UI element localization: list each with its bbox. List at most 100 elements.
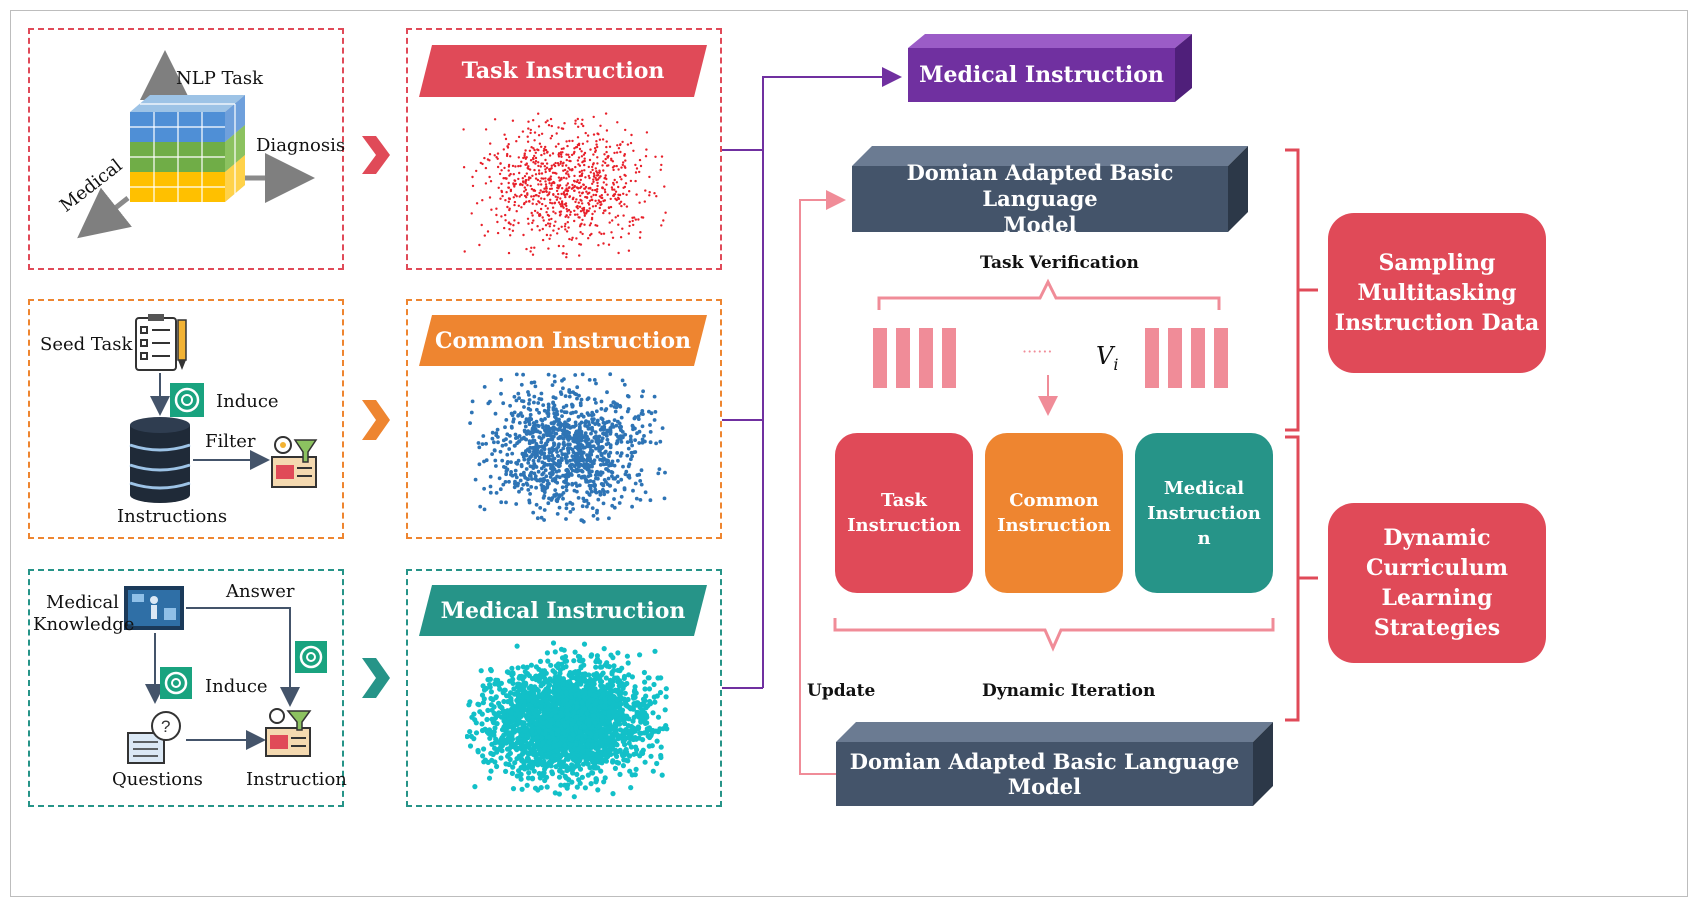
scatter-point: [530, 195, 533, 198]
scatter-point: [567, 186, 571, 190]
scatter-point: [659, 772, 665, 778]
scatter-point: [463, 250, 466, 253]
scatter-point: [550, 217, 553, 221]
scatter-point: [569, 213, 572, 216]
scatter-point: [576, 143, 580, 147]
scatter-point: [586, 456, 591, 461]
scatter-point: [557, 164, 560, 167]
scatter-point: [509, 665, 515, 671]
scatter-point: [519, 164, 522, 168]
scatter-point: [536, 770, 542, 777]
task-scatter-plot: [462, 112, 667, 259]
scatter-point: [571, 410, 575, 415]
scatter-point: [571, 236, 574, 239]
scatter-point: [552, 193, 555, 196]
common-scatter-panel: [406, 299, 722, 539]
scatter-point: [587, 705, 594, 711]
scatter-point: [582, 124, 585, 128]
scatter-point: [612, 181, 615, 185]
scatter-point: [509, 234, 512, 237]
scatter-point: [479, 727, 486, 734]
scatter-point: [540, 197, 543, 200]
scatter-point: [556, 459, 561, 463]
scatter-point: [546, 213, 550, 217]
scatter-point: [532, 161, 535, 164]
scatter-point: [550, 457, 555, 462]
scatter-point: [486, 230, 490, 233]
scatter-point: [569, 463, 573, 467]
scatter-point: [524, 178, 528, 182]
scatter-point: [521, 684, 527, 690]
scatter-point: [557, 227, 560, 230]
scatter-point: [629, 179, 633, 183]
scatter-point: [484, 182, 488, 185]
scatter-point: [516, 458, 521, 463]
scatter-point: [557, 176, 561, 179]
scatter-point: [539, 165, 542, 168]
scatter-point: [528, 149, 532, 152]
scatter-point: [627, 768, 633, 774]
scatter-point: [588, 224, 592, 227]
scatter-point: [486, 775, 493, 781]
scatter-point: [515, 462, 520, 466]
scatter-point: [596, 178, 600, 181]
scatter-point: [621, 163, 624, 167]
scatter-point: [579, 747, 586, 754]
scatter-point: [577, 181, 581, 185]
scatter-point: [585, 678, 591, 684]
scatter-point: [573, 185, 576, 189]
scatter-point: [490, 452, 494, 456]
scatter-point: [541, 435, 546, 439]
scatter-point: [508, 710, 514, 716]
scatter-point: [562, 245, 565, 248]
scatter-point: [541, 496, 546, 500]
scatter-point: [525, 477, 530, 481]
scatter-point: [590, 198, 593, 201]
scatter-point: [526, 710, 532, 716]
scatter-point: [571, 658, 577, 664]
scatter-point: [562, 742, 568, 748]
scatter-point: [494, 433, 499, 438]
scatter-point: [561, 187, 564, 190]
scatter-point: [606, 155, 609, 158]
scatter-point: [581, 677, 587, 683]
scatter-point: [614, 753, 620, 759]
scatter-point: [574, 122, 577, 125]
scatter-point: [610, 655, 616, 661]
scatter-point: [539, 692, 546, 698]
answer-label: Answer: [226, 581, 295, 602]
scatter-point: [532, 147, 535, 150]
scatter-point: [553, 488, 558, 492]
scatter-point: [541, 425, 545, 430]
scatter-point: [546, 501, 551, 506]
scatter-point: [633, 766, 639, 772]
scatter-point: [578, 205, 582, 208]
scatter-point: [552, 379, 557, 384]
scatter-point: [523, 175, 527, 178]
scatter-point: [619, 494, 624, 499]
scatter-point: [561, 252, 564, 255]
scatter-point: [623, 203, 626, 206]
scatter-point: [554, 447, 559, 451]
scatter-point: [540, 720, 547, 726]
scatter-point: [587, 493, 592, 497]
scatter-point: [486, 727, 493, 733]
scatter-point: [613, 409, 618, 414]
scatter-point: [546, 431, 551, 435]
scatter-point: [648, 732, 654, 738]
scatter-point: [493, 411, 498, 416]
cube-panel: [28, 28, 344, 270]
scatter-point: [609, 205, 613, 209]
scatter-point: [631, 219, 634, 223]
scatter-point: [535, 446, 540, 450]
scatter-point: [663, 694, 669, 700]
scatter-point: [517, 135, 521, 139]
scatter-point: [600, 194, 603, 197]
scatter-point: [490, 718, 496, 725]
scatter-point: [592, 162, 595, 165]
scatter-point: [615, 650, 621, 656]
scatter-point: [622, 186, 625, 189]
scatter-point: [471, 184, 475, 188]
scatter-point: [617, 251, 620, 255]
scatter-point: [619, 150, 622, 154]
